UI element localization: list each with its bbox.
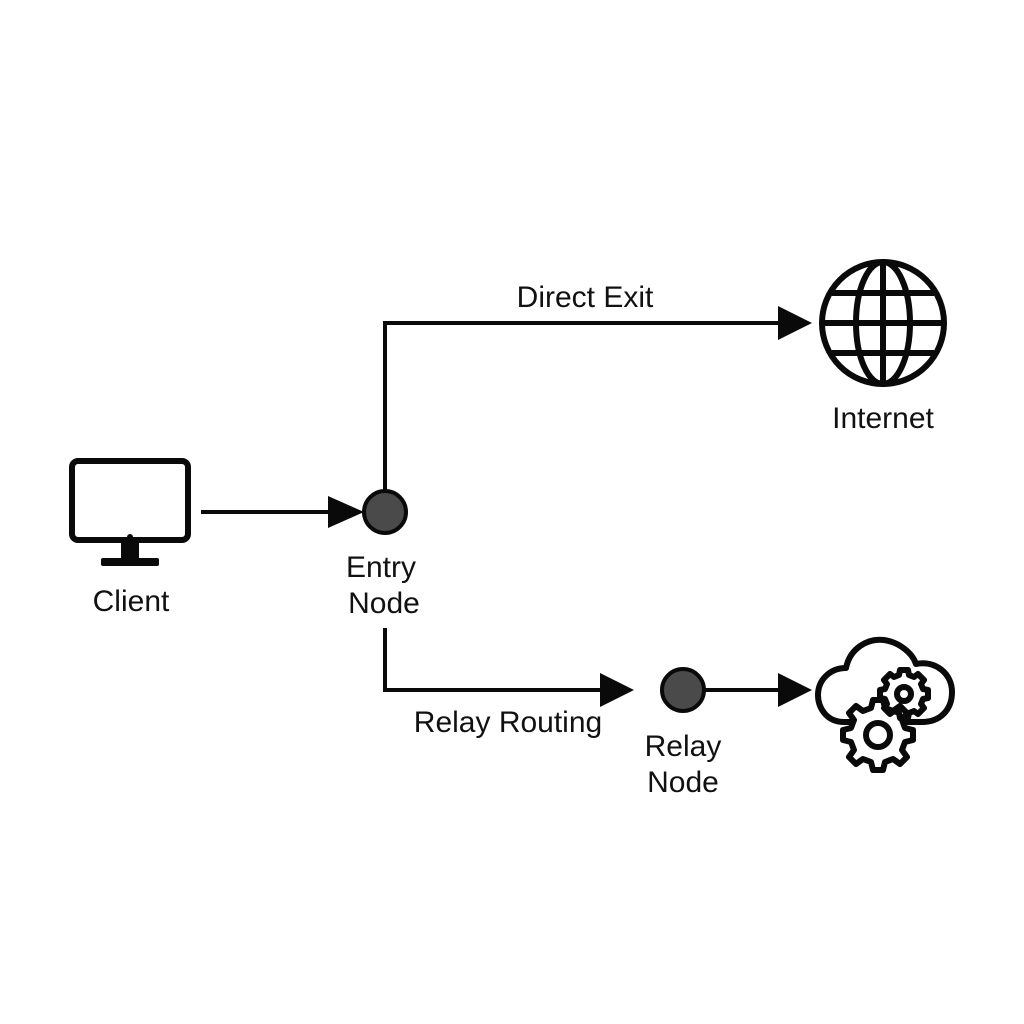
direct-exit-arrowhead xyxy=(778,306,812,340)
relay-node-label-line1: Relay xyxy=(645,730,722,763)
relay-routing-path xyxy=(383,628,608,692)
cloud-gears-icon xyxy=(815,636,955,773)
relay-routing-arrowhead xyxy=(600,673,634,707)
direct-exit-path xyxy=(383,321,786,492)
client-to-entry-arrowhead xyxy=(328,496,364,528)
direct-exit-label: Direct Exit xyxy=(517,281,654,314)
client-label: Client xyxy=(93,585,170,618)
relay-routing-label: Relay Routing xyxy=(414,706,602,739)
relay-node-dot xyxy=(660,667,706,713)
monitor-icon xyxy=(69,458,191,566)
relay-node-label-line2: Node xyxy=(647,766,719,799)
large-gear-icon xyxy=(840,697,916,773)
globe-icon xyxy=(819,259,947,387)
entry-node-dot xyxy=(362,489,408,535)
entry-node-label-line1: Entry xyxy=(346,551,416,584)
entry-node-label-line2: Node xyxy=(348,587,420,620)
internet-label: Internet xyxy=(832,402,934,435)
relay-to-cloud-arrowhead xyxy=(778,673,812,707)
small-gear-icon xyxy=(877,667,931,721)
